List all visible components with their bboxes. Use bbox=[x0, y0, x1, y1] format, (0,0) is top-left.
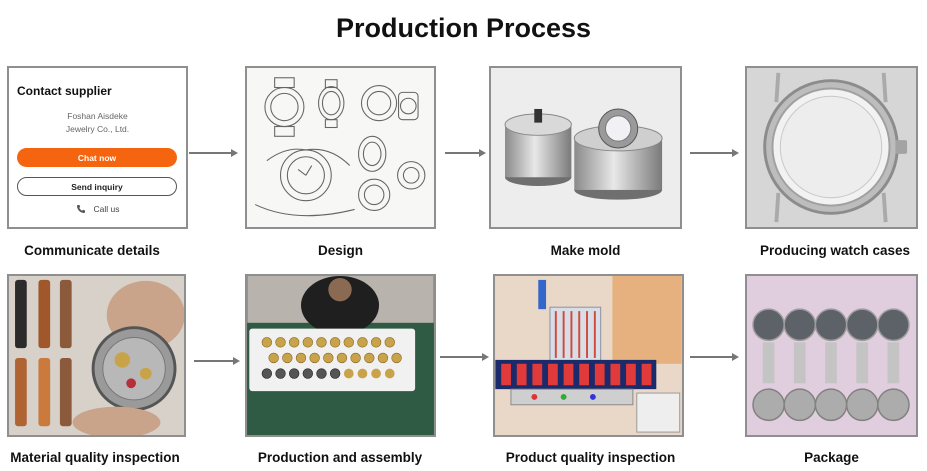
step-caption-design: Design bbox=[317, 243, 363, 258]
page-title: Production Process bbox=[335, 13, 592, 43]
step-image-make-mold bbox=[489, 66, 682, 229]
process-arrow-1 bbox=[189, 148, 239, 158]
packaged-watches-icon bbox=[747, 276, 916, 435]
call-us-link[interactable]: Call us bbox=[17, 204, 178, 214]
step-image-design bbox=[245, 66, 436, 229]
step-image-product-quality-inspection bbox=[493, 274, 684, 437]
process-arrow-3 bbox=[690, 148, 740, 158]
step-image-material-quality-inspection bbox=[7, 274, 186, 437]
process-arrow-4 bbox=[194, 356, 241, 366]
step-caption-communicate-details: Communicate details bbox=[24, 243, 160, 258]
supplier-name-line2: Jewelry Co., Ltd. bbox=[65, 124, 130, 134]
process-arrow-2 bbox=[445, 148, 487, 158]
step-image-package bbox=[745, 274, 918, 437]
watch-straps-movement-icon bbox=[9, 276, 184, 435]
call-us-label: Call us bbox=[93, 204, 120, 214]
metal-mold-icon bbox=[491, 68, 680, 227]
step-caption-producing-watch-cases: Producing watch cases bbox=[759, 243, 911, 258]
chat-now-button[interactable]: Chat now bbox=[17, 148, 177, 167]
step-caption-package: Package bbox=[804, 450, 859, 465]
step-caption-make-mold: Make mold bbox=[550, 243, 621, 258]
phone-icon bbox=[76, 204, 86, 214]
watch-case-icon bbox=[747, 68, 916, 227]
process-arrow-6 bbox=[690, 352, 740, 362]
contact-card-title: Contact supplier bbox=[17, 84, 112, 98]
assembly-table-icon bbox=[247, 276, 434, 435]
process-arrow-5 bbox=[440, 352, 490, 362]
step-caption-product-quality-inspection: Product quality inspection bbox=[505, 450, 676, 465]
send-inquiry-button[interactable]: Send inquiry bbox=[17, 177, 177, 196]
watch-sketch-icon bbox=[254, 77, 426, 217]
step-image-production-and-assembly bbox=[245, 274, 436, 437]
step-image-communicate-details: Contact supplier Foshan Aisdeke Jewelry … bbox=[7, 66, 188, 229]
supplier-name-line1: Foshan Aisdeke bbox=[67, 111, 128, 121]
step-caption-production-and-assembly: Production and assembly bbox=[257, 450, 423, 465]
step-caption-material-quality-inspection: Material quality inspection bbox=[10, 450, 180, 465]
supplier-name: Foshan Aisdeke Jewelry Co., Ltd. bbox=[17, 110, 178, 136]
contact-supplier-card: Contact supplier Foshan Aisdeke Jewelry … bbox=[9, 68, 186, 227]
testing-machine-icon bbox=[495, 276, 682, 435]
step-image-producing-watch-cases bbox=[745, 66, 918, 229]
